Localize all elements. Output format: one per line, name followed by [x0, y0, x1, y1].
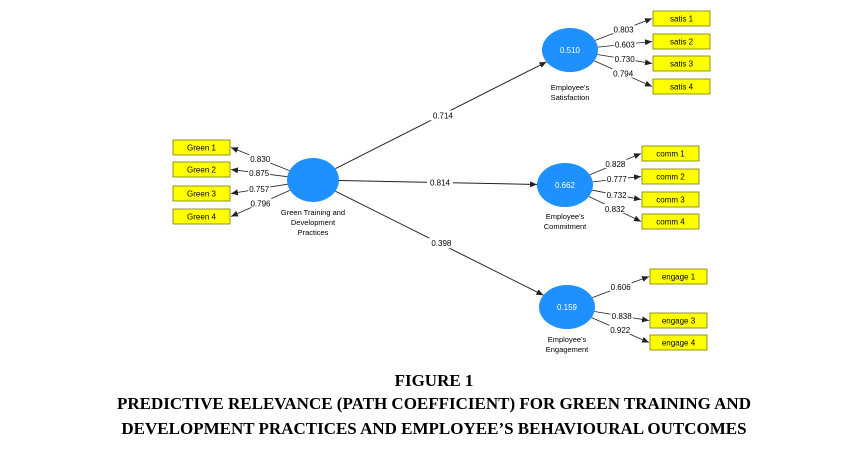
loading-value: 0.796 — [250, 199, 271, 208]
indicator-label: comm 1 — [656, 150, 685, 159]
indicator-label: satis 4 — [670, 83, 694, 92]
indicator-box-satis-4 — [652, 78, 711, 95]
indicator-label: satis 1 — [670, 15, 694, 24]
path-coefficient-satis: 0.714 — [433, 111, 454, 120]
indicator-box-comm-1 — [641, 145, 700, 162]
construct-label: Green Training and — [281, 208, 345, 217]
construct-label: Practices — [298, 228, 329, 237]
construct-label: Employee's — [546, 212, 585, 221]
indicator-box-Green-1 — [172, 139, 231, 156]
loading-value: 0.828 — [605, 160, 626, 169]
loading-value: 0.603 — [615, 40, 636, 49]
indicator-box-engage-4 — [649, 334, 708, 351]
indicator-box-Green-2 — [172, 161, 231, 178]
indicator-box-satis-3 — [652, 55, 711, 72]
loading-value: 0.606 — [611, 283, 632, 292]
indicator-label: engage 4 — [662, 339, 696, 348]
loading-value: 0.838 — [612, 312, 633, 321]
construct-r2-value: 0.662 — [555, 181, 576, 190]
construct-label: Engagement — [546, 345, 589, 354]
path-coefficient-comm: 0.814 — [430, 178, 451, 187]
indicator-box-satis-1 — [652, 10, 711, 27]
path-model-diagram: 0.714 0.814 0.398 0.830 0.875 0.757 0.796 0.80… — [172, 10, 711, 354]
figure-title-line-2: DEVELOPMENT PRACTICES AND EMPLOYEE’S BEH… — [121, 419, 747, 438]
loading-value: 0.803 — [614, 25, 635, 34]
path-coefficient-engage: 0.398 — [431, 239, 452, 248]
indicator-label: comm 4 — [656, 218, 685, 227]
indicator-label: engage 1 — [662, 273, 696, 282]
loading-value: 0.875 — [249, 169, 270, 178]
construct-label: Satisfaction — [551, 93, 590, 102]
construct-r2-value: 0.159 — [557, 303, 578, 312]
indicator-label: comm 3 — [656, 196, 685, 205]
indicator-box-comm-2 — [641, 168, 700, 185]
indicator-box-Green-3 — [172, 185, 231, 202]
indicator-label: Green 2 — [187, 166, 216, 175]
indicator-box-comm-4 — [641, 213, 700, 230]
indicator-label: satis 2 — [670, 38, 694, 47]
indicator-box-comm-3 — [641, 191, 700, 208]
indicator-label: satis 3 — [670, 60, 694, 69]
construct-label: Employee's — [551, 83, 590, 92]
loading-value: 0.832 — [605, 205, 626, 214]
construct-label: Employee's — [548, 335, 587, 344]
loading-value: 0.922 — [610, 326, 631, 335]
construct-label: Development — [291, 218, 336, 227]
construct-comm — [537, 163, 593, 207]
indicator-box-Green-4 — [172, 208, 231, 225]
loading-value: 0.757 — [249, 185, 270, 194]
construct-satis — [542, 28, 598, 72]
indicator-label: comm 2 — [656, 173, 685, 182]
loading-value: 0.730 — [615, 55, 636, 64]
construct-engage — [539, 285, 595, 329]
construct-r2-value: 0.510 — [560, 46, 581, 55]
loading-value: 0.732 — [607, 191, 628, 200]
indicator-label: Green 1 — [187, 144, 216, 153]
indicator-label: Green 4 — [187, 213, 216, 222]
loading-value: 0.794 — [613, 70, 634, 79]
indicator-label: engage 3 — [662, 317, 696, 326]
construct-green — [287, 158, 339, 202]
loading-value: 0.830 — [250, 155, 271, 164]
indicator-box-satis-2 — [652, 33, 711, 50]
figure-number: FIGURE 1 — [394, 371, 474, 390]
loading-value: 0.777 — [607, 175, 628, 184]
indicator-box-engage-1 — [649, 268, 708, 285]
figure-title-line-1: PREDICTIVE RELEVANCE (PATH COEFFICIENT) … — [117, 394, 751, 413]
indicator-box-engage-3 — [649, 312, 708, 329]
construct-label: Commitment — [544, 222, 587, 231]
indicator-label: Green 3 — [187, 190, 216, 199]
